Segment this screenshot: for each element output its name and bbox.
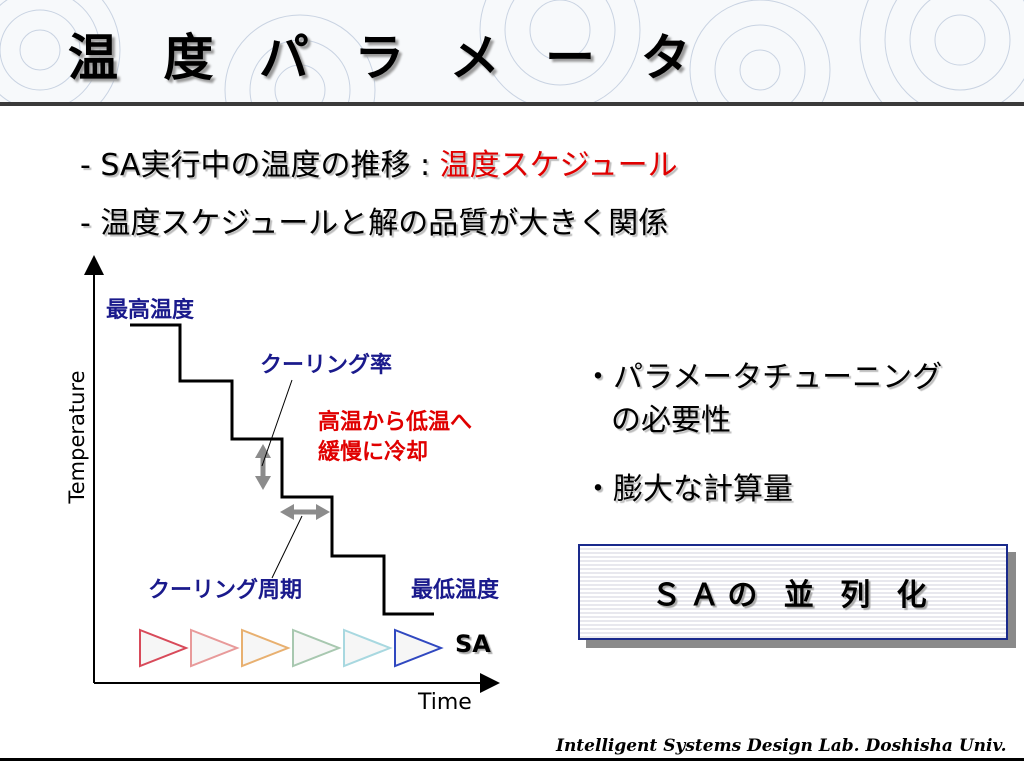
sa-triangle: [343, 628, 393, 668]
slow-cooling-label-line-1: 高温から低温へ: [318, 410, 473, 435]
bullet-parameter-tuning-line-2: の必要性: [611, 403, 731, 438]
x-axis-label: Time: [418, 690, 472, 715]
sa-parallelization-label: ＳＡの 並 列 化: [651, 578, 935, 613]
cooling-rate-label: クーリング率: [260, 353, 393, 378]
intro-line-1-highlight: 温度スケジュール: [439, 148, 678, 183]
sa-triangle: [190, 628, 240, 668]
cooling-period-label: クーリング周期: [148, 578, 303, 603]
bullet-parameter-tuning-line-1: ・パラメータチューニング: [583, 360, 943, 395]
slow-cooling-label-line-2: 緩慢に冷却: [318, 440, 429, 465]
sa-label: SA: [455, 630, 491, 658]
y-axis-label: Temperature: [65, 370, 89, 504]
header-pattern: [0, 0, 1024, 104]
sa-triangle: [394, 628, 444, 668]
cooling-rate-double-arrow: [255, 444, 271, 490]
footer-rule: [0, 758, 1024, 761]
header-banner: 温 度 パ ラ メ ー タ: [0, 0, 1024, 104]
intro-line-1-text: - SA実行中の温度の推移 :: [80, 148, 440, 183]
temperature-step-curve: [130, 323, 434, 616]
sa-process-triangles: [139, 628, 444, 668]
slide-title: 温 度 パ ラ メ ー タ: [68, 29, 705, 87]
bullet-computation-cost: ・膨大な計算量: [583, 472, 793, 507]
cooling-period-leader-line: [271, 515, 303, 579]
max-temperature-label: 最高温度: [106, 298, 195, 323]
cooling-rate-leader-line: [261, 379, 293, 467]
footer-lab-name: Intelligent Systems Design Lab. Doshisha…: [556, 736, 1007, 756]
cooling-period-double-arrow: [280, 504, 330, 520]
min-temperature-label: 最低温度: [411, 578, 500, 603]
sa-triangle: [292, 628, 342, 668]
sa-triangle: [241, 628, 291, 668]
header-rule: [0, 102, 1024, 106]
bullet-parameter-tuning: ・パラメータチューニング の必要性: [583, 356, 942, 442]
intro-line-2: - 温度スケジュールと解の品質が大きく関係: [80, 206, 669, 241]
sa-triangle: [139, 628, 189, 668]
intro-line-1: - SA実行中の温度の推移 : 温度スケジュール: [80, 140, 678, 184]
sa-parallelization-box: ＳＡの 並 列 化: [578, 544, 1008, 640]
